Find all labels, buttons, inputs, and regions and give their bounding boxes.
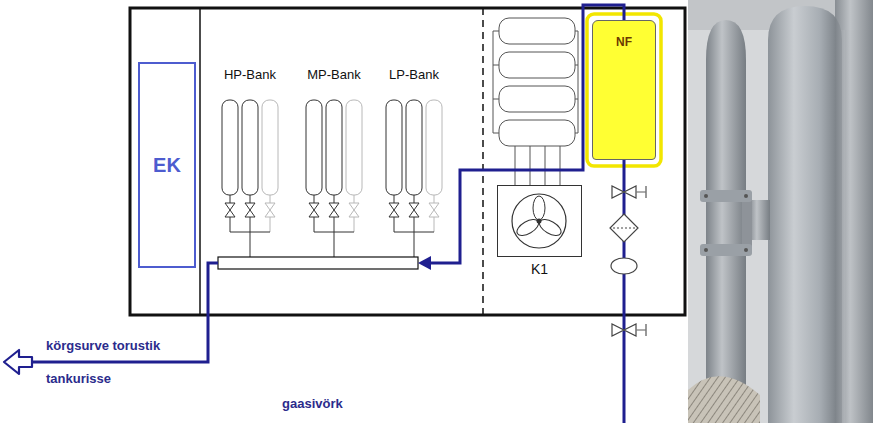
buffer-cylinders-part (575, 65, 578, 66)
buffer-cylinders-part (499, 120, 575, 146)
vessel-photo-part (835, 0, 873, 423)
compressor-fan-part (514, 216, 541, 238)
buffer-cylinders-part (499, 18, 575, 44)
vessel-photo-part (688, 0, 873, 423)
vessel-photo-part (700, 190, 752, 202)
storage-banks-part (262, 100, 278, 232)
pipe-fittings-part (636, 329, 646, 330)
node-label: EK (153, 154, 181, 177)
pipe-label: tankurisse (46, 371, 111, 386)
cabinet-box: EK (138, 62, 196, 268)
outlet-arrow (4, 350, 32, 374)
pipe-fittings-part (612, 186, 636, 198)
filter-vessel: NF (592, 20, 656, 160)
buffer-cylinders-part (578, 31, 579, 133)
pipe-arrowhead (418, 256, 431, 270)
storage-banks-part (386, 100, 402, 232)
buffer-cylinders-part (493, 65, 499, 66)
buffer-cylinders-part (493, 99, 499, 100)
storage-banks-part (326, 100, 342, 232)
vessel-photo-part (704, 248, 708, 252)
manifold (218, 257, 418, 269)
pipe-fittings-part (645, 186, 647, 198)
pipe-fittings-part (636, 191, 646, 192)
buffer-cylinders-part (545, 146, 546, 185)
vessel-photo-part (768, 6, 842, 423)
storage-banks-part (242, 100, 258, 232)
vessel-photo (688, 0, 873, 423)
buffer-cylinders-part (493, 31, 494, 133)
storage-banks-part (406, 100, 422, 232)
storage-banks-part (426, 100, 442, 232)
storage-banks (222, 100, 442, 257)
gas-pipe-part (30, 263, 218, 362)
housing-divider (199, 8, 201, 315)
buffer-cylinders-part (530, 146, 531, 185)
buffer-cylinders (493, 18, 578, 185)
pipe-fittings-part (610, 214, 638, 242)
node-label: K1 (531, 261, 548, 277)
storage-banks-part (414, 232, 415, 257)
buffer-cylinders-part (560, 146, 561, 185)
buffer-cylinders-part (575, 99, 578, 100)
storage-banks-part (334, 232, 335, 257)
pipe-fittings (610, 186, 646, 336)
pipe-fittings-part (611, 258, 637, 274)
gas-pipe (30, 5, 624, 423)
storage-banks-part (306, 100, 322, 232)
compressor-fan-part (512, 194, 566, 248)
highlight-frame (587, 14, 661, 166)
compressor-box: K1 (497, 185, 582, 257)
network-label: gaasivörk (282, 396, 343, 411)
housing-outline (130, 8, 685, 315)
vessel-photo-part (688, 376, 760, 423)
buffer-cylinders-part (575, 133, 578, 134)
pipe-label: körgsurve torustik (46, 338, 160, 353)
bank-label: HP-Bank (224, 67, 276, 82)
vessel-photo-part (744, 248, 748, 252)
vessel-photo-part (704, 194, 708, 198)
buffer-cylinders-part (499, 86, 575, 112)
compressor-fan-part (533, 196, 545, 220)
buffer-cylinders-part (575, 31, 578, 32)
vessel-photo-part (700, 244, 752, 256)
bank-label: MP-Bank (307, 67, 360, 82)
gas-pipe-part (623, 160, 626, 423)
storage-banks-part (222, 100, 238, 232)
compressor-fan-part (537, 216, 564, 238)
pipe-fittings-part (613, 228, 635, 229)
buffer-cylinders-part (515, 146, 516, 185)
vessel-photo-part (706, 20, 746, 423)
storage-banks-part (346, 100, 362, 232)
node-label: NF (616, 35, 632, 49)
pipe-fittings-part (645, 324, 647, 336)
pipe-fittings-part (612, 324, 636, 336)
buffer-cylinders-part (493, 31, 499, 32)
compressor-fan-part (537, 219, 542, 224)
vessel-photo-part (744, 194, 748, 198)
buffer-cylinders-part (493, 133, 499, 134)
dashed-divider (482, 8, 484, 315)
storage-banks-part (250, 232, 251, 257)
bank-label: LP-Bank (389, 67, 439, 82)
compressor-fan (512, 194, 566, 248)
buffer-cylinders-part (499, 52, 575, 78)
